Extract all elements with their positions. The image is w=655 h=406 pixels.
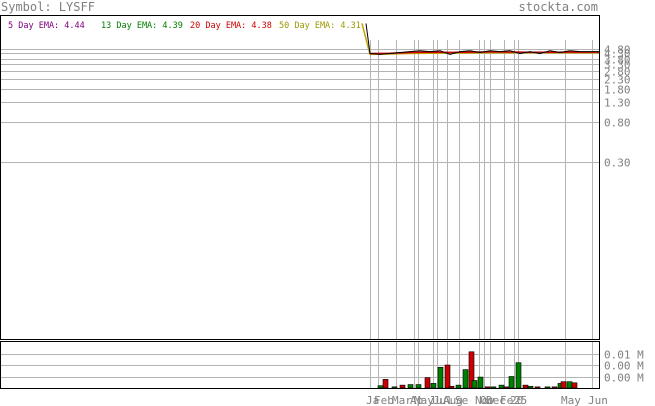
- volume-bar: [551, 386, 558, 389]
- price-tick-label: 3.30: [604, 59, 631, 72]
- volume-bar: [571, 382, 578, 389]
- x-tick-label: 25: [514, 394, 527, 406]
- volume-bar: [515, 362, 522, 389]
- price-line: [365, 23, 600, 55]
- price-tick-label: 2.30: [604, 74, 631, 87]
- x-tick-label: Aug: [443, 394, 463, 406]
- x-tick-label: May: [414, 394, 434, 406]
- volume-bar: [430, 383, 437, 389]
- volume-bar: [399, 384, 406, 389]
- x-tick-label: Ap: [410, 394, 423, 406]
- volume-bar: [424, 377, 431, 389]
- volume-bar: [566, 381, 573, 389]
- ema-legend-13-day: 13 Day EMA: 4.39: [101, 21, 183, 31]
- volume-bar: [484, 386, 491, 389]
- volume-bar: [490, 386, 497, 389]
- x-tick-label: Nov: [475, 394, 495, 406]
- x-tick-label: Se: [455, 394, 468, 406]
- price-tick-label: 1.80: [604, 84, 631, 97]
- price-tick-label: 4.30: [604, 48, 631, 61]
- price-tick-label: 2.80: [604, 66, 631, 79]
- symbol-label: Symbol: LYSFF: [1, 0, 95, 14]
- x-tick-label: Ju: [429, 394, 442, 406]
- volume-bar: [503, 386, 510, 389]
- volume-tick-label: 0.01 M: [604, 349, 644, 362]
- volume-tick-label: 0.00 M: [604, 360, 644, 373]
- volume-bar: [462, 369, 469, 389]
- x-tick-label: Ja: [366, 394, 379, 406]
- volume-bar: [444, 364, 451, 389]
- price-layer: [361, 23, 600, 56]
- x-tick-label: Fe: [500, 394, 513, 406]
- volume-bar: [437, 366, 444, 389]
- price-tick-label: 0.30: [604, 157, 631, 170]
- grid-layer: [1, 40, 599, 388]
- volume-bar: [560, 381, 567, 389]
- site-name: stockta.com: [519, 0, 598, 14]
- price-axis: 4.804.303.803.302.802.301.801.30 0.80 0.30: [604, 44, 631, 170]
- volume-bar: [508, 376, 515, 389]
- price-tick-label: 0.80: [604, 117, 631, 130]
- volume-bar: [498, 384, 505, 389]
- ema-legend: 5 Day EMA: 4.44 13 Day EMA: 4.39 20 Day …: [8, 21, 361, 31]
- volume-bar: [527, 385, 534, 389]
- x-tick-label: Dec: [486, 394, 506, 406]
- volume-bar: [382, 379, 389, 389]
- volume-bar: [415, 384, 422, 389]
- price-panel-frame: [0, 15, 600, 340]
- volume-axis: 0.01 M0.00 M0.00 M: [604, 349, 644, 385]
- volume-bar: [407, 384, 414, 389]
- ema-legend-5-day: 5 Day EMA: 4.44: [8, 21, 85, 31]
- volume-bar: [391, 386, 398, 389]
- x-tick-label: Jul: [433, 394, 453, 406]
- volume-bar: [448, 385, 455, 389]
- price-tick-label: 1.30: [604, 97, 631, 110]
- x-tick-label: Oc: [480, 394, 493, 406]
- volume-bar: [544, 386, 551, 389]
- volume-tick-label: 0.00 M: [604, 372, 644, 385]
- volume-bar: [477, 376, 484, 389]
- volume-panel-frame: [0, 341, 600, 389]
- volume-bar: [534, 386, 541, 389]
- volume-bar: [522, 384, 529, 389]
- price-tick-label: 3.80: [604, 54, 631, 67]
- volume-bar: [377, 385, 384, 389]
- x-tick-label: Jun: [588, 394, 608, 406]
- price-tick-label: 4.80: [604, 44, 631, 57]
- ema-legend-20-day: 20 Day EMA: 4.38: [190, 21, 272, 31]
- x-tick-label: Feb: [374, 394, 394, 406]
- x-tick-label: May: [561, 394, 581, 406]
- volume-bar: [471, 380, 478, 389]
- x-tick-label: Mar: [392, 394, 412, 406]
- volume-bar: [455, 384, 462, 389]
- ema-legend-50-day: 50 Day EMA: 4.31: [279, 21, 361, 31]
- x-tick-label: 20: [510, 394, 523, 406]
